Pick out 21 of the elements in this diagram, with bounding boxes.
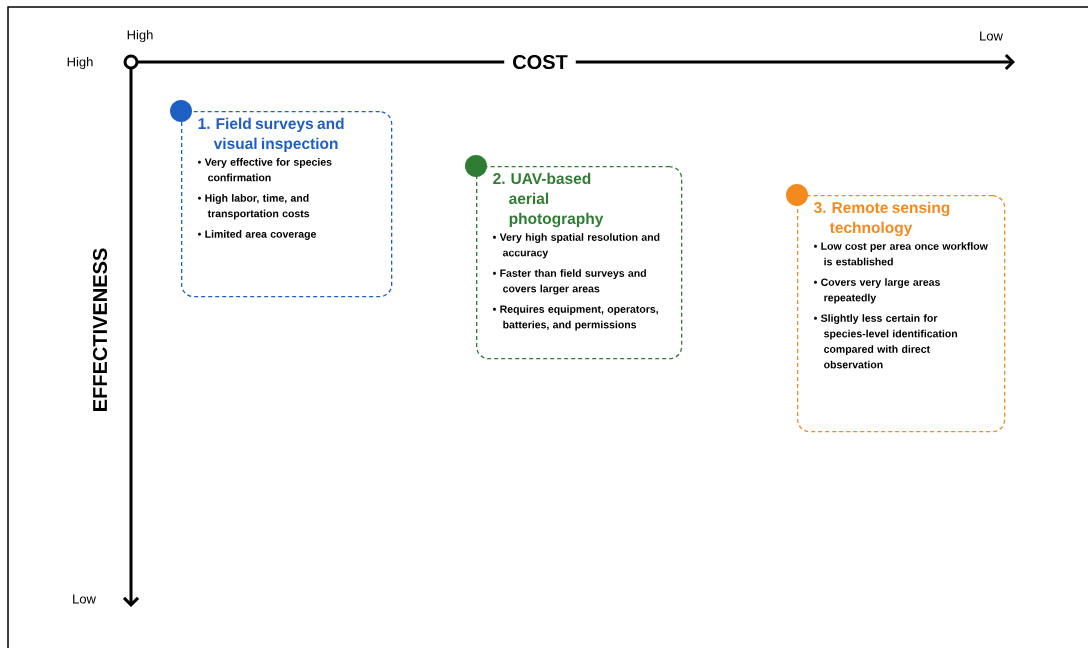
- axis-title: EFFECTIVENESS: [92, 248, 108, 411]
- bullet-item: • Requires equipment, operators, batteries, and permissions: [493, 305, 658, 331]
- card-title: 2. UAV-based aerial photography: [493, 172, 604, 228]
- bullet-item: • Very effective for species confirmation: [198, 158, 332, 182]
- axis-label: Low: [980, 31, 1003, 41]
- bullet-item: • Covers very large areas repeatedly: [814, 278, 940, 304]
- card-title: 3. Remote sensing technology: [814, 201, 950, 237]
- method-card: [181, 111, 393, 298]
- method-card: [476, 166, 683, 360]
- bullet-item: • Limited area coverage: [198, 230, 316, 240]
- axis-label: High: [127, 29, 153, 43]
- axis-label: High: [67, 56, 93, 70]
- bullet-item: • Very high spatial resolution and accuracy: [493, 233, 660, 259]
- card-title: 1. Field surveys and visual inspection: [198, 117, 344, 153]
- method-card: [797, 195, 1006, 433]
- bullet-item: • Slightly less certain for species-level identification compared with direct observation: [814, 314, 958, 369]
- axis-label: Low: [73, 594, 96, 604]
- bullet-item: • High labor, time, and transportation costs: [198, 194, 310, 220]
- bullet-item: • Low cost per area once workflow is established: [814, 242, 988, 266]
- bullet-item: • Faster than field surveys and covers larger areas: [493, 269, 646, 295]
- axis-title: COST: [504, 51, 576, 73]
